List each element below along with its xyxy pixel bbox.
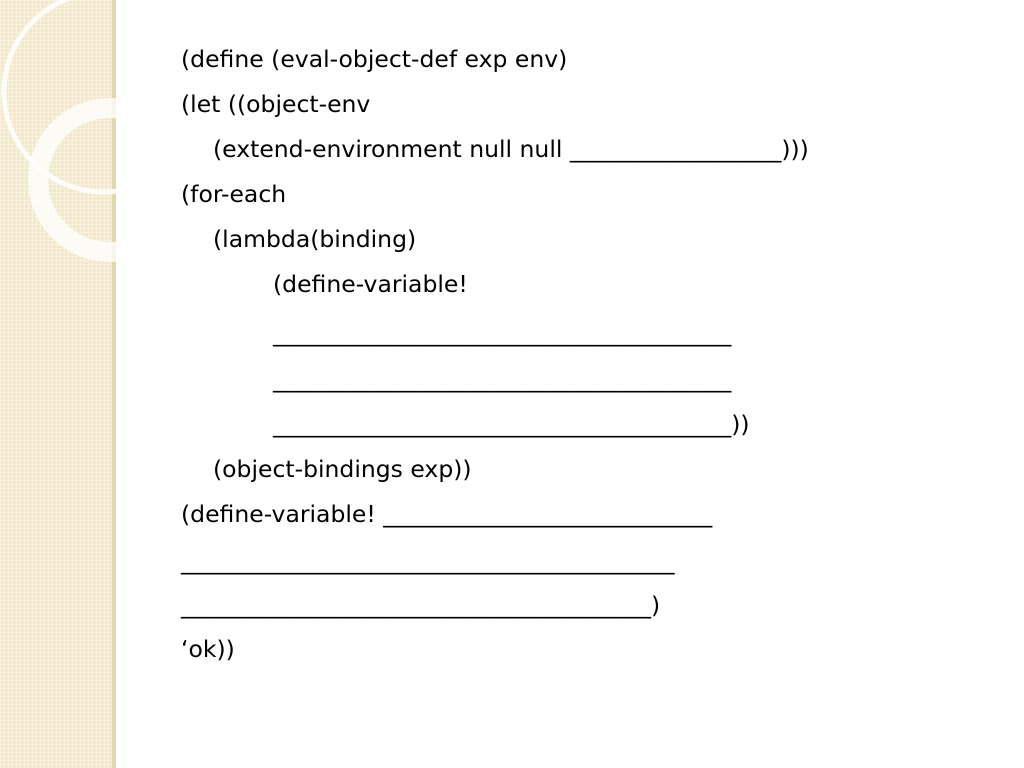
code-line-9: _______________________________________)… [273, 410, 750, 438]
code-line-13: ________________________________________… [181, 591, 661, 619]
code-line-7: _______________________________________ [273, 319, 732, 347]
small-ring [28, 98, 192, 262]
code-line-5: (lambda(binding) [213, 225, 417, 253]
code-line-1: (define (eval-object-def exp env) [181, 45, 568, 73]
code-line-4: (for-each [181, 180, 287, 208]
code-line-6: (define-variable! [273, 270, 468, 298]
code-line-11: (define-variable! ______________________… [181, 500, 713, 528]
code-line-10: (object-bindings exp)) [213, 455, 472, 483]
sidebar-edge [112, 0, 116, 768]
code-line-8: _______________________________________ [273, 365, 732, 393]
code-line-12: ________________________________________… [181, 547, 675, 575]
code-line-14: ‘ok)) [181, 635, 235, 663]
large-ring [1, 0, 207, 195]
code-line-3: (extend-environment null null __________… [213, 135, 809, 163]
code-line-2: (let ((object-env [181, 90, 371, 118]
